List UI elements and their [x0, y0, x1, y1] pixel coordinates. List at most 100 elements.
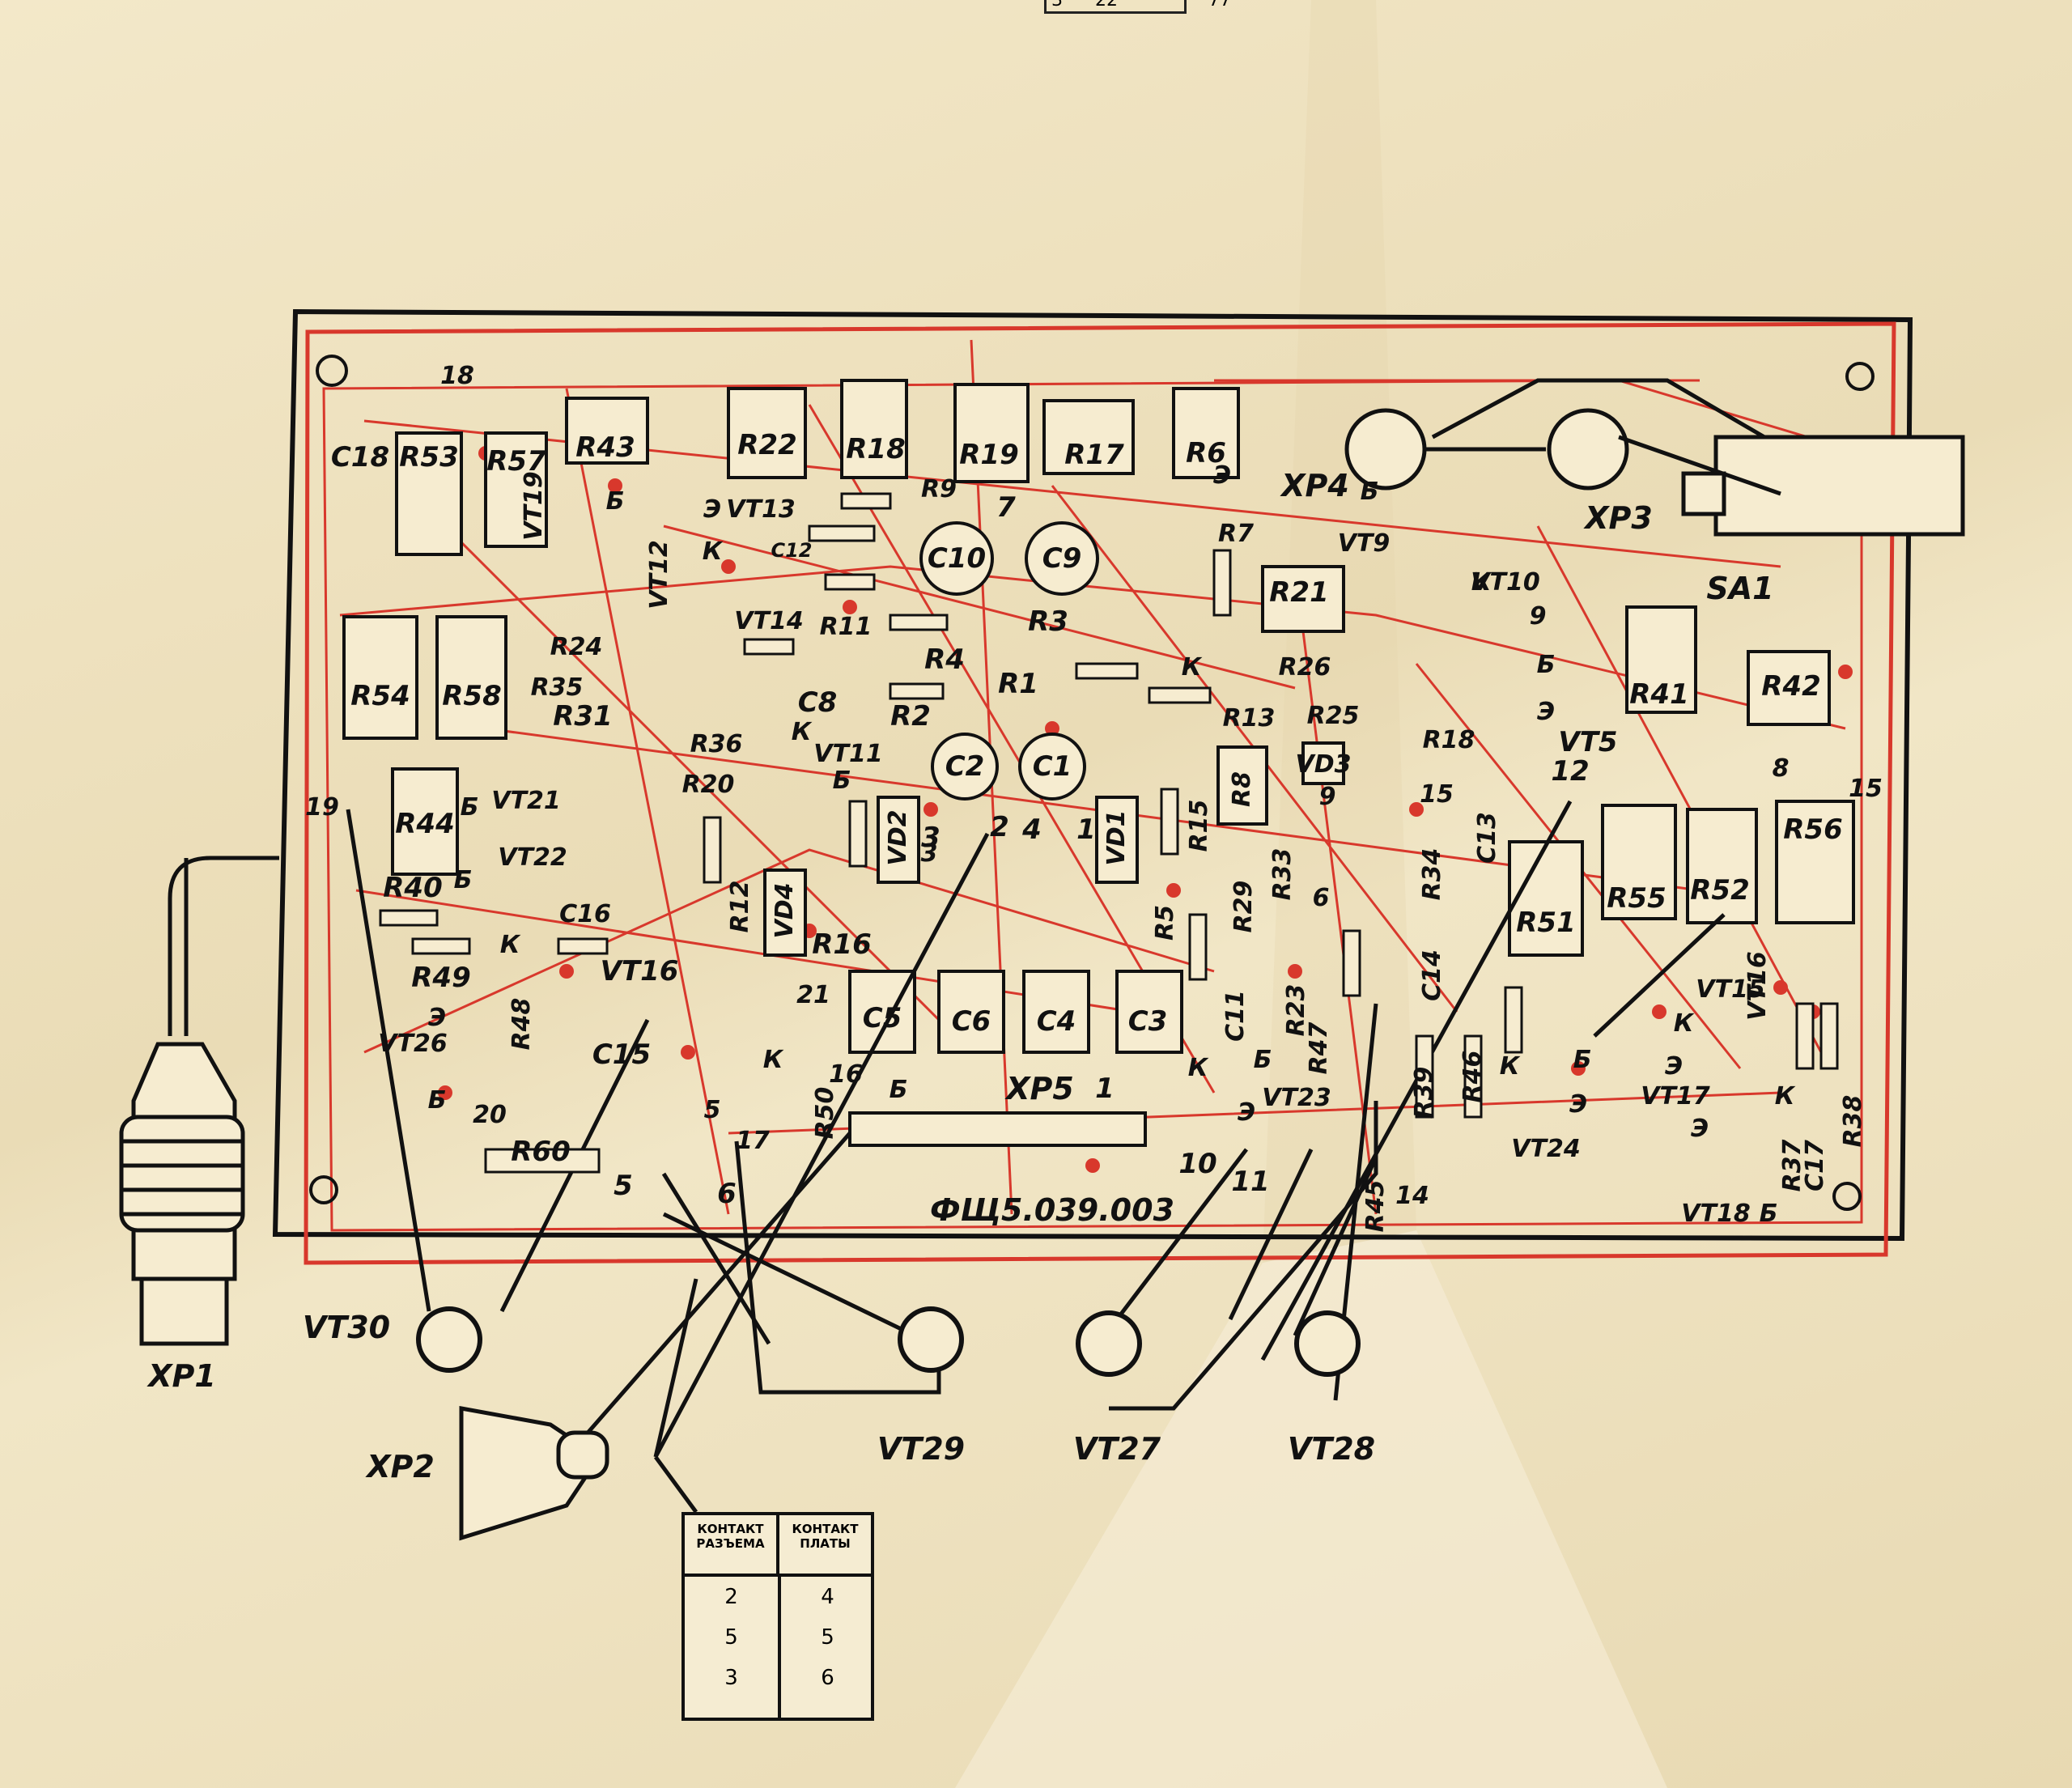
- table-cell: 4: [821, 1585, 834, 1609]
- label-vt9: VT9: [1337, 529, 1391, 558]
- label-c11: C11: [1221, 990, 1250, 1042]
- table-header: КОНТАКТ РАЗЪЕМА КОНТАКТ ПЛАТЫ: [685, 1515, 871, 1577]
- pin-label: 18: [440, 362, 474, 390]
- label-r25: R25: [1306, 702, 1360, 730]
- lead-k: К: [762, 1046, 783, 1074]
- label-r13: R13: [1222, 704, 1276, 733]
- lead-e: Э: [703, 495, 722, 524]
- label-vt15: VT15: [1696, 975, 1765, 1004]
- label-sa1: SA1: [1706, 571, 1774, 606]
- lead-e: Э: [1664, 1052, 1684, 1081]
- label-c5: C5: [862, 1002, 902, 1034]
- pin-label: 6: [717, 1178, 737, 1210]
- label-vt14: VT14: [734, 607, 804, 635]
- label-vt22: VT22: [498, 843, 567, 872]
- label-r55: R55: [1607, 882, 1667, 915]
- pin-label: 15: [1849, 775, 1883, 803]
- label-r54: R54: [350, 680, 410, 712]
- lead-k: К: [791, 718, 812, 746]
- label-r12: R12: [726, 880, 754, 933]
- label-r18: R18: [846, 433, 906, 465]
- top-stamp: 3 22 77: [1044, 0, 1231, 14]
- lead-e: Э: [1536, 698, 1556, 726]
- trace-outline: [304, 321, 1896, 1265]
- label-c18: C18: [330, 441, 390, 474]
- label-vt10: VT10: [1471, 568, 1540, 597]
- label-r53: R53: [399, 441, 459, 474]
- label-c15: C15: [592, 1038, 652, 1071]
- pin-label: 3: [920, 839, 938, 868]
- label-vt16: VT16: [600, 955, 679, 987]
- label-vt27: VT27: [1072, 1431, 1161, 1467]
- pin-label: 5: [703, 1096, 721, 1124]
- lead-k: К: [1499, 1052, 1520, 1081]
- label-r47: R47: [1305, 1021, 1333, 1075]
- label-r42: R42: [1761, 670, 1821, 703]
- label-r36: R36: [690, 730, 743, 758]
- pin-label: 15: [1420, 780, 1454, 809]
- label-r8: R8: [1228, 771, 1256, 807]
- header-connector-contact: КОНТАКТ РАЗЪЕМА: [696, 1522, 765, 1551]
- label-r31: R31: [553, 700, 613, 733]
- label-c8: C8: [797, 686, 838, 719]
- label-vd1: VD1: [1102, 809, 1131, 866]
- pin-label: 10: [1178, 1148, 1217, 1180]
- label-r26: R26: [1278, 653, 1331, 682]
- label-vt12: VT12: [645, 540, 673, 609]
- diodes: [763, 741, 1345, 957]
- label-vt29: VT29: [877, 1431, 966, 1467]
- label-c3: C3: [1127, 1005, 1168, 1038]
- external-transistors: [416, 1306, 1361, 1377]
- label-vt21: VT21: [491, 787, 561, 815]
- label-r7: R7: [1218, 520, 1254, 548]
- mounting-holes: [309, 355, 1875, 1211]
- label-c1: C1: [1032, 750, 1072, 783]
- label-r5: R5: [1151, 905, 1179, 941]
- label-c4: C4: [1036, 1005, 1076, 1038]
- label-r51: R51: [1516, 907, 1576, 939]
- label-vd2: VD2: [884, 809, 912, 866]
- label-r39: R39: [1410, 1066, 1438, 1119]
- lead-e: Э: [1569, 1090, 1588, 1119]
- label-r24: R24: [550, 633, 603, 661]
- label-r2: R2: [890, 700, 931, 733]
- label-c16: C16: [559, 900, 611, 928]
- label-vt19: VT19: [520, 471, 548, 541]
- label-c2: C2: [945, 750, 985, 783]
- pin-label: 16: [829, 1060, 863, 1089]
- label-r58: R58: [442, 680, 502, 712]
- label-vt5: VT5: [1558, 726, 1618, 758]
- label-r52: R52: [1690, 874, 1750, 907]
- label-vt13: VT13: [726, 495, 796, 524]
- table-cell: 5: [821, 1625, 834, 1650]
- label-vt11: VT11: [813, 740, 883, 768]
- lead-k: К: [1181, 653, 1202, 682]
- capacitors: [919, 521, 1099, 801]
- label-r40: R40: [383, 872, 443, 904]
- board-column: 4 5 6: [778, 1577, 874, 1718]
- xp1-plug: [119, 1042, 245, 1346]
- pin-label: 9: [1318, 783, 1336, 811]
- label-xp1: XP1: [148, 1358, 216, 1394]
- board-code: ФЩ5.039.003: [929, 1192, 1175, 1228]
- label-r34: R34: [1418, 847, 1446, 901]
- lead-b: Б: [1573, 1046, 1592, 1074]
- lead-b: Б: [1536, 651, 1556, 679]
- lead-b: Б: [460, 793, 479, 822]
- label-vt24: VT24: [1511, 1135, 1581, 1163]
- label-r43: R43: [575, 431, 635, 464]
- lead-k: К: [1774, 1082, 1795, 1111]
- lead-k: К: [499, 931, 520, 959]
- label-r17: R17: [1064, 439, 1124, 471]
- label-r21: R21: [1269, 576, 1329, 609]
- label-c6: C6: [951, 1005, 991, 1038]
- lead-e: Э: [427, 1004, 447, 1032]
- lead-k: К: [1471, 568, 1492, 597]
- label-c17: C17: [1801, 1140, 1829, 1191]
- label-r60: R60: [511, 1136, 571, 1168]
- pin-label: 11: [1231, 1166, 1270, 1198]
- label-r38: R38: [1839, 1094, 1867, 1148]
- label-r16: R16: [812, 928, 872, 961]
- label-r45: R45: [1361, 1179, 1390, 1233]
